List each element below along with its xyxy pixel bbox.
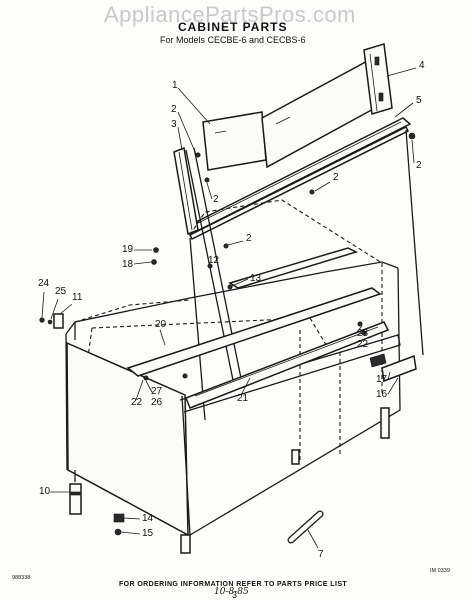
frame-rail xyxy=(186,117,412,241)
page-number: 3 xyxy=(232,590,238,600)
callout-17: 17 xyxy=(376,374,388,385)
callout-2: 2 xyxy=(333,172,339,183)
callout-20: 20 xyxy=(155,319,167,330)
bracket-11 xyxy=(53,313,64,329)
callout-22: 22 xyxy=(131,397,143,408)
callout-15: 15 xyxy=(142,528,154,539)
callout-2: 2 xyxy=(246,233,252,244)
lower-rail xyxy=(185,321,390,409)
diagram-code-right: IM 0339 xyxy=(430,568,450,574)
cabinet-body xyxy=(65,261,401,537)
callout-4: 4 xyxy=(419,60,425,71)
side-bracket-left xyxy=(173,146,199,236)
callout-2: 2 xyxy=(213,194,219,205)
support-post-right xyxy=(405,129,424,356)
side-bracket-right xyxy=(363,43,393,115)
callout-27: 27 xyxy=(151,386,163,397)
page-title: CABINET PARTS xyxy=(178,20,288,34)
callout-11: 11 xyxy=(72,292,83,303)
leg-front-center xyxy=(180,534,191,554)
support-post-inner xyxy=(189,237,206,421)
top-panel-left xyxy=(202,111,267,171)
leader-lines xyxy=(41,67,417,549)
leg-washer xyxy=(114,528,122,536)
back-rail xyxy=(228,247,359,289)
callout-2: 2 xyxy=(171,104,177,115)
nameplate xyxy=(369,353,417,383)
callout-2: 2 xyxy=(416,160,422,171)
callout-26: 26 xyxy=(151,397,163,408)
diagram-code-left: 988338 xyxy=(12,575,31,581)
callout-16: 16 xyxy=(376,389,388,400)
callout-18: 18 xyxy=(122,259,134,270)
leg-front-left xyxy=(69,470,82,515)
watermark: AppliancePartsPros.com xyxy=(104,2,356,27)
callout-7: 7 xyxy=(318,549,324,560)
callout-10: 10 xyxy=(39,486,51,497)
leg-back-right xyxy=(380,407,390,439)
ordering-note: FOR ORDERING INFORMATION REFER TO PARTS … xyxy=(119,581,348,588)
callout-23: 23 xyxy=(357,328,369,339)
callout-12: 12 xyxy=(208,255,220,266)
support-post-left-edge xyxy=(193,147,244,389)
callout-13: 13 xyxy=(250,273,262,284)
handwritten-date: 10-8-85 xyxy=(214,587,249,597)
washer-25 xyxy=(47,319,53,325)
callout-1: 1 xyxy=(172,80,178,91)
callout-25: 25 xyxy=(55,286,67,297)
leg-nut xyxy=(113,513,125,523)
callout-5: 5 xyxy=(416,95,422,106)
callout-24: 24 xyxy=(38,278,50,289)
callout-3: 3 xyxy=(171,119,177,130)
screw-24 xyxy=(39,317,45,323)
callout-19: 19 xyxy=(122,244,134,255)
leg-back-center xyxy=(291,449,300,465)
screws xyxy=(143,132,416,381)
front-rail xyxy=(126,287,382,377)
callout-14: 14 xyxy=(142,513,154,524)
callout-22: 22 xyxy=(357,339,369,350)
model-subtitle: For Models CECBE-6 and CECBS-6 xyxy=(160,35,306,45)
support-post-left xyxy=(185,149,236,391)
callout-21: 21 xyxy=(237,393,249,404)
